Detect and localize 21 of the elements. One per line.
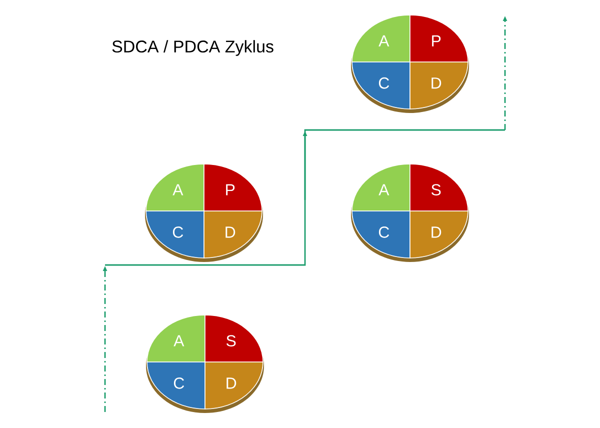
- quadrant-segment: A: [146, 314, 206, 362]
- quadrant-segment: C: [352, 210, 410, 258]
- quadrant-segment: D: [410, 210, 468, 258]
- pie-chart: [145, 164, 263, 262]
- quadrant-segment: S: [204, 314, 264, 362]
- pie-chart: [351, 14, 469, 113]
- pie-chart: [146, 314, 264, 413]
- quadrant-segment: C: [352, 62, 410, 110]
- quadrant-segment: D: [204, 362, 264, 410]
- pie-chart: [351, 164, 469, 262]
- quadrant-segment: P: [204, 164, 262, 212]
- quadrant-segment: C: [146, 210, 204, 258]
- quadrant-segment: S: [410, 164, 468, 212]
- quadrant-segment: D: [204, 210, 262, 258]
- quadrant-segment: A: [352, 14, 410, 62]
- quadrant-segment: P: [410, 14, 468, 62]
- quadrant-segment: C: [146, 362, 206, 410]
- title: SDCA / PDCA Zyklus: [112, 40, 274, 56]
- quadrant-segment: D: [410, 62, 468, 110]
- quadrant-segment: A: [146, 164, 204, 212]
- quadrant-segment: A: [352, 164, 410, 212]
